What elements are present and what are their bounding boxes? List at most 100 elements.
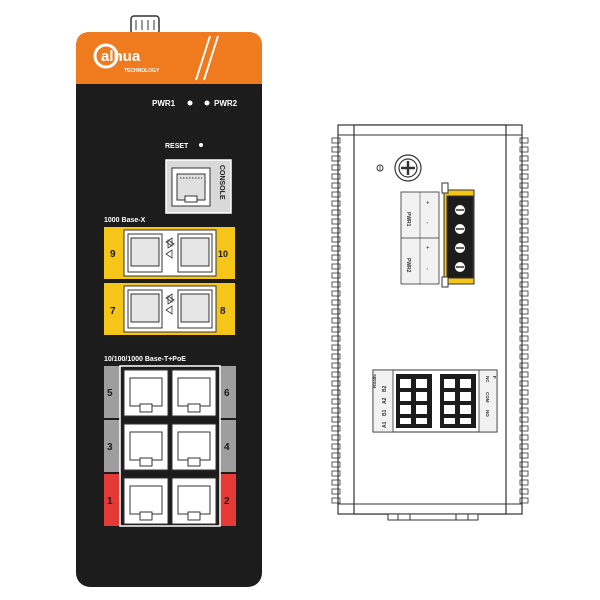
relay-label-strip [478,369,498,433]
rs485-b1: B1 [382,409,388,416]
rj45-port-3-label: 3 [107,442,113,453]
heatsink-fin [519,173,529,180]
heatsink-fin [519,434,529,441]
io-connector-area [372,369,498,433]
heatsink-fin [331,227,341,234]
rj45-port-6-label: 6 [224,388,230,399]
logo-icon [93,43,119,69]
heatsink-fin [331,461,341,468]
heatsink-fin [519,317,529,324]
heatsink-fin [519,461,529,468]
heatsink-fin [331,209,341,216]
side-panel: PWR1 PWR2 + - + - RS485 A1 B1 A2 B2 [331,124,529,521]
relay-com: COM [485,392,490,403]
heatsink-fin [331,146,341,153]
side-face [353,124,507,515]
rs485-terminal-block[interactable] [396,374,432,428]
heatsink-fin [519,182,529,189]
heatsink-fin [519,443,529,450]
heatsink-fin [519,344,529,351]
heatsink-fin [519,398,529,405]
rj45-port-1-label: 1 [107,496,113,507]
pwr2-label: PWR2 [214,99,238,108]
heatsink-fin [331,389,341,396]
rs485-a1: A1 [382,421,388,428]
heatsink-fin [519,326,529,333]
sfp-group-label: 1000 Base-X [104,217,146,224]
heatsink-fin [331,335,341,342]
sfp-port-7-label: 7 [110,306,116,317]
heatsink-fin [331,371,341,378]
heatsink-fin [519,290,529,297]
heatsink-fin [331,407,341,414]
heatsink-fin [331,236,341,243]
heatsink-fin [519,452,529,459]
heatsink-fin [331,497,341,504]
heatsink-fin [519,425,529,432]
rs485-a2: A2 [382,397,388,404]
heatsink-fin [519,380,529,387]
heatsink-fin [519,416,529,423]
logo-text: alhua [101,48,141,65]
reset-label: RESET [165,143,189,150]
heatsink-fin [331,362,341,369]
heatsink-fin [331,308,341,315]
power-terminal-block[interactable] [441,182,475,288]
pwr2-side-label: PWR2 [405,258,411,273]
heatsink-fin [331,164,341,171]
heatsink-fin [519,281,529,288]
heatsink-fin [519,245,529,252]
pin-minus-2: - [424,268,430,270]
console-port[interactable] [165,159,232,214]
heatsink-right [519,137,529,504]
heatsink-fin [519,389,529,396]
heatsink-fin [519,263,529,270]
heatsink-fin [331,281,341,288]
heatsink-fin [331,155,341,162]
heatsink-fin [331,443,341,450]
heatsink-fin [331,479,341,486]
heatsink-fin [519,299,529,306]
heatsink-fin [331,191,341,198]
pwr1-label: PWR1 [152,99,176,108]
heatsink-fin [519,470,529,477]
pwr1-side-label: PWR1 [405,212,411,227]
heatsink-fin [331,245,341,252]
heatsink-fin [519,191,529,198]
heatsink-fin [331,452,341,459]
heatsink-fin [331,434,341,441]
heatsink-fin [331,416,341,423]
heatsink-fin [519,335,529,342]
heatsink-fin [519,362,529,369]
pin-plus-1: + [424,201,430,204]
heatsink-fin [519,479,529,486]
heatsink-fin [519,218,529,225]
sfp-port-9-label: 9 [110,249,116,260]
sfp-port-10-label: 10 [218,249,228,259]
heatsink-fin [331,182,341,189]
heatsink-fin [331,425,341,432]
heatsink-fin [331,254,341,261]
console-label: CONSOLE [218,165,225,200]
sfp-led-arrows [165,237,175,259]
heatsink-fin [519,155,529,162]
pwr1-led [187,100,193,106]
heatsink-fin [331,290,341,297]
heatsink-fin [519,254,529,261]
rj45-block [104,365,236,527]
relay-terminal-block[interactable] [440,374,476,428]
top-screw [130,15,160,35]
reset-button[interactable] [199,143,203,147]
rj45-port-5-label: 5 [107,388,113,399]
heatsink-fin [331,317,341,324]
heatsink-fin [519,146,529,153]
relay-nc: NC [485,376,490,383]
relay-no: NO [485,410,490,417]
heatsink-fin [331,218,341,225]
heatsink-fin [331,263,341,270]
front-panel: alhua TECHNOLOGY PWR1 PWR2 RESET CONSOLE… [76,15,262,587]
relay-f: F [492,376,497,379]
rs485-b2: B2 [382,385,388,392]
heatsink-fin [519,272,529,279]
heatsink-fin [331,326,341,333]
